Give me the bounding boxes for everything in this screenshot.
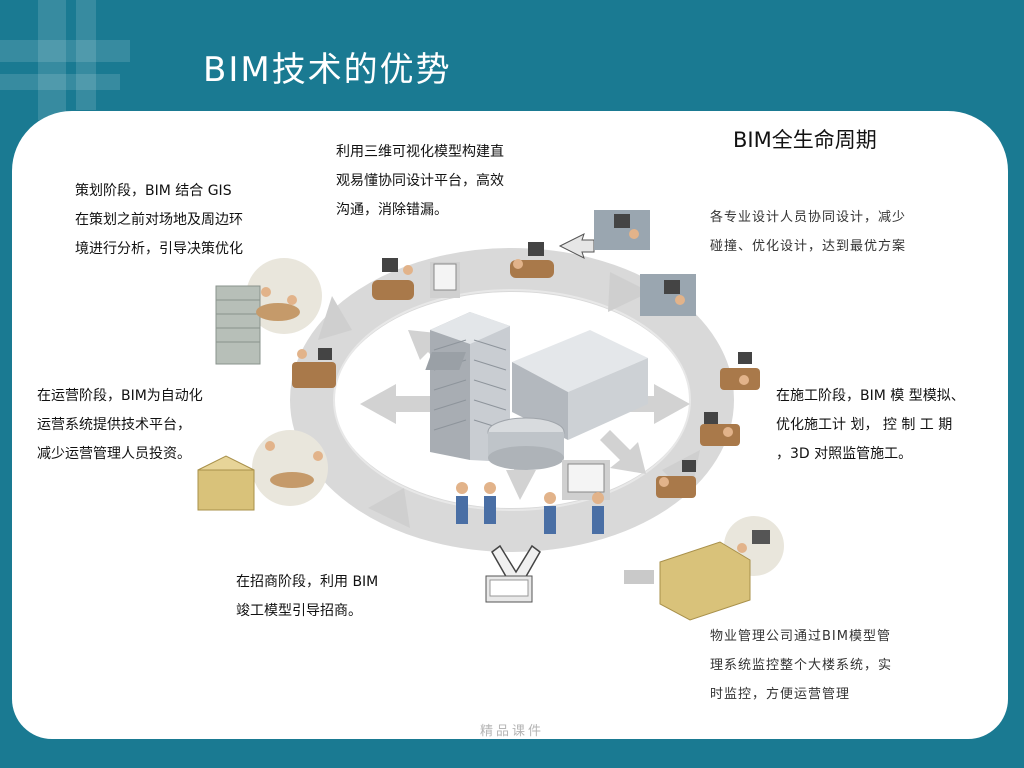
leasing-text: 在招商阶段，利用 BIM 竣工模型引导招商。 bbox=[236, 568, 378, 626]
desk-5 bbox=[640, 274, 696, 316]
lifecycle-label: BIM全生命周期 bbox=[733, 128, 877, 152]
planning-line: 策划阶段，BIM 结合 GIS bbox=[75, 183, 232, 199]
office-block bbox=[215, 285, 261, 365]
footer-watermark: 精品课件 bbox=[479, 724, 544, 739]
planning-text: 策划阶段，BIM 结合 GIS 在策划之前对场地及周边环 境进行分析，引导决策优… bbox=[75, 177, 243, 264]
desk-7 bbox=[700, 412, 740, 446]
lowrise-court bbox=[425, 352, 466, 370]
construction-line: 在施工阶段，BIM 模 型模拟、 bbox=[776, 388, 965, 404]
ring-arrow-bottom bbox=[368, 488, 410, 528]
meeting-group bbox=[456, 460, 610, 534]
radial-arrow-down bbox=[506, 446, 536, 500]
lowrise-top bbox=[512, 330, 648, 392]
radial-arrow-downright bbox=[600, 430, 646, 474]
design-text: 各专业设计人员协同设计，减少 碰撞、优化设计，达到最优方案 bbox=[710, 203, 906, 261]
desk-9 bbox=[292, 348, 336, 388]
lowrise-front bbox=[512, 362, 568, 440]
desk-4 bbox=[594, 210, 650, 250]
property-line: 理系统监控整个大楼系统，实 bbox=[710, 658, 893, 673]
decor-bar-h1 bbox=[0, 40, 130, 62]
radial-arrow-left bbox=[360, 384, 430, 424]
desk-8 bbox=[656, 460, 696, 498]
central-buildings bbox=[425, 312, 648, 470]
construction-text: 在施工阶段，BIM 模 型模拟、 优化施工计 划， 控 制 工 期 ，3D 对照… bbox=[776, 382, 965, 469]
decor-bar-v1 bbox=[38, 0, 66, 120]
ring-arrow-left bbox=[318, 296, 352, 340]
property-text: 物业管理公司通过BIM模型管 理系统监控整个大楼系统，实 时监控，方便运营管理 bbox=[710, 622, 892, 709]
vignette-property bbox=[624, 516, 784, 621]
desk-1 bbox=[372, 258, 414, 300]
vignette-operation bbox=[197, 430, 328, 511]
operation-line: 在运营阶段，BIM为自动化 bbox=[37, 388, 203, 404]
decor-bar-h2 bbox=[0, 74, 120, 90]
visualization-text: 利用三维可视化模型构建直 观易懂协同设计平台，高效 沟通，消除错漏。 bbox=[336, 138, 504, 225]
desk-3 bbox=[510, 242, 554, 278]
construction-line: 优化施工计 划， 控 制 工 期 bbox=[776, 417, 953, 433]
tower-top bbox=[430, 312, 510, 344]
vignette-planning bbox=[215, 258, 322, 365]
desk-6 bbox=[720, 352, 760, 390]
design-line: 碰撞、优化设计，达到最优方案 bbox=[710, 239, 907, 254]
property-line: 物业管理公司通过BIM模型管 bbox=[710, 629, 891, 644]
radial-arrow-right bbox=[624, 384, 690, 424]
planning-line: 境进行分析，引导决策优化 bbox=[75, 241, 243, 257]
visualization-line: 沟通，消除错漏。 bbox=[336, 202, 448, 218]
leasing-line: 在招商阶段，利用 BIM bbox=[236, 574, 379, 590]
warehouse bbox=[197, 469, 255, 511]
operation-table bbox=[270, 472, 314, 488]
design-line: 各专业设计人员协同设计，减少 bbox=[710, 210, 907, 225]
operation-text: 在运营阶段，BIM为自动化 运营系统提供技术平台， 减少运营管理人员投资。 bbox=[37, 382, 203, 469]
operation-circle bbox=[252, 430, 328, 506]
bottom-split-arrow bbox=[485, 544, 541, 603]
lowrise-side bbox=[568, 358, 648, 440]
factory bbox=[659, 541, 751, 621]
desk-group bbox=[292, 210, 760, 534]
visualization-line: 利用三维可视化模型构建直 bbox=[336, 144, 504, 160]
truck bbox=[624, 570, 654, 584]
construction-line: ，3D 对照监管施工。 bbox=[776, 446, 913, 462]
decor-bar-v2 bbox=[76, 0, 96, 110]
rotunda-bottom bbox=[488, 446, 564, 470]
page-title: BIM技术的优势 bbox=[203, 50, 452, 90]
operation-line: 运营系统提供技术平台， bbox=[37, 417, 191, 433]
operation-line: 减少运营管理人员投资。 bbox=[37, 446, 191, 462]
ring-arrow-top bbox=[608, 272, 650, 312]
desk-2 bbox=[430, 262, 460, 298]
property-line: 时监控，方便运营管理 bbox=[710, 687, 851, 702]
planning-table bbox=[256, 303, 300, 321]
tower-front bbox=[430, 312, 470, 460]
leasing-line: 竣工模型引导招商。 bbox=[236, 603, 362, 619]
planning-line: 在策划之前对场地及周边环 bbox=[75, 212, 243, 228]
lifecycle-ring-inner bbox=[333, 289, 691, 511]
visualization-line: 观易懂协同设计平台，高效 bbox=[336, 173, 504, 189]
